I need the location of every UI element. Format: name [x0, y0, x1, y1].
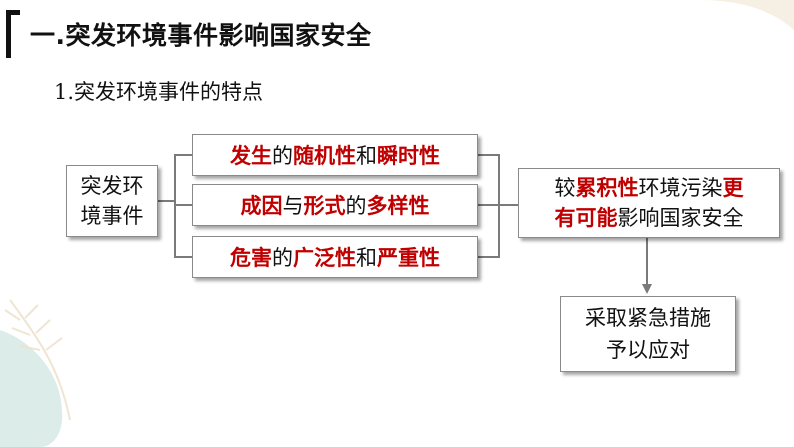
- feature-box-randomness: 发生的随机性和瞬时性: [192, 134, 478, 176]
- result-part-e: 有可能: [554, 205, 618, 230]
- feature-box-diversity: 成因与形式的多样性: [192, 184, 478, 226]
- connector-left-feature-2: [174, 204, 192, 206]
- feature-2-part-1: 成因: [240, 193, 283, 218]
- connector-right-feature-1: [478, 154, 498, 156]
- page-title: 一.突发环境事件影响国家安全: [30, 21, 372, 50]
- source-line-1: 突发环: [80, 174, 144, 198]
- feature-1-part-3: 随机性: [293, 143, 356, 168]
- feature-2-part-3: 形式: [303, 193, 346, 218]
- feature-box-harm: 危害的广泛性和严重性: [192, 236, 478, 278]
- feature-3-part-5: 严重性: [377, 245, 440, 270]
- source-line-2: 境事件: [80, 204, 144, 228]
- feature-2-part-5: 多样性: [366, 193, 430, 218]
- result-part-d: 更: [722, 175, 744, 200]
- action-line-2: 予以应对: [606, 338, 690, 362]
- title-bracket-decoration: [6, 10, 20, 58]
- feature-1-part-4: 和: [356, 144, 377, 168]
- feature-1-part-1: 发生: [230, 143, 272, 168]
- connector-right-feature-3: [478, 256, 498, 258]
- connector-bracket-to-result: [498, 204, 518, 206]
- result-part-f: 影响国家安全: [617, 206, 744, 230]
- source-box: 突发环 境事件: [66, 165, 158, 237]
- arrow-down-icon: [642, 284, 652, 294]
- connector-result-to-action: [646, 238, 648, 286]
- section-subtitle: 1.突发环境事件的特点: [54, 80, 264, 104]
- result-part-a: 较: [554, 176, 576, 200]
- action-line-1: 采取紧急措施: [585, 306, 711, 330]
- feature-3-part-2: 的: [272, 246, 293, 270]
- feature-3-part-4: 和: [356, 246, 377, 270]
- feature-2-part-4: 的: [345, 194, 367, 218]
- feature-3-part-3: 广泛性: [293, 245, 356, 270]
- feature-2-part-2: 与: [282, 194, 304, 218]
- connector-left-bracket-vertical: [174, 154, 176, 258]
- connector-right-feature-2: [478, 204, 498, 206]
- connector-source-to-bracket: [158, 200, 174, 202]
- connector-left-feature-3: [174, 256, 192, 258]
- connector-left-feature-1: [174, 154, 192, 156]
- action-box: 采取紧急措施 予以应对: [560, 296, 736, 372]
- result-line-1: 较累积性环境污染更: [555, 173, 744, 203]
- connector-right-bracket-vertical: [498, 154, 500, 258]
- feature-1-part-2: 的: [272, 144, 293, 168]
- result-part-c: 环境污染: [638, 176, 723, 200]
- result-box: 较累积性环境污染更 有可能影响国家安全: [518, 168, 780, 238]
- result-line-2: 有可能影响国家安全: [555, 203, 744, 233]
- result-part-b: 累积性: [575, 175, 639, 200]
- feature-1-part-5: 瞬时性: [377, 143, 440, 168]
- feature-3-part-1: 危害: [230, 245, 272, 270]
